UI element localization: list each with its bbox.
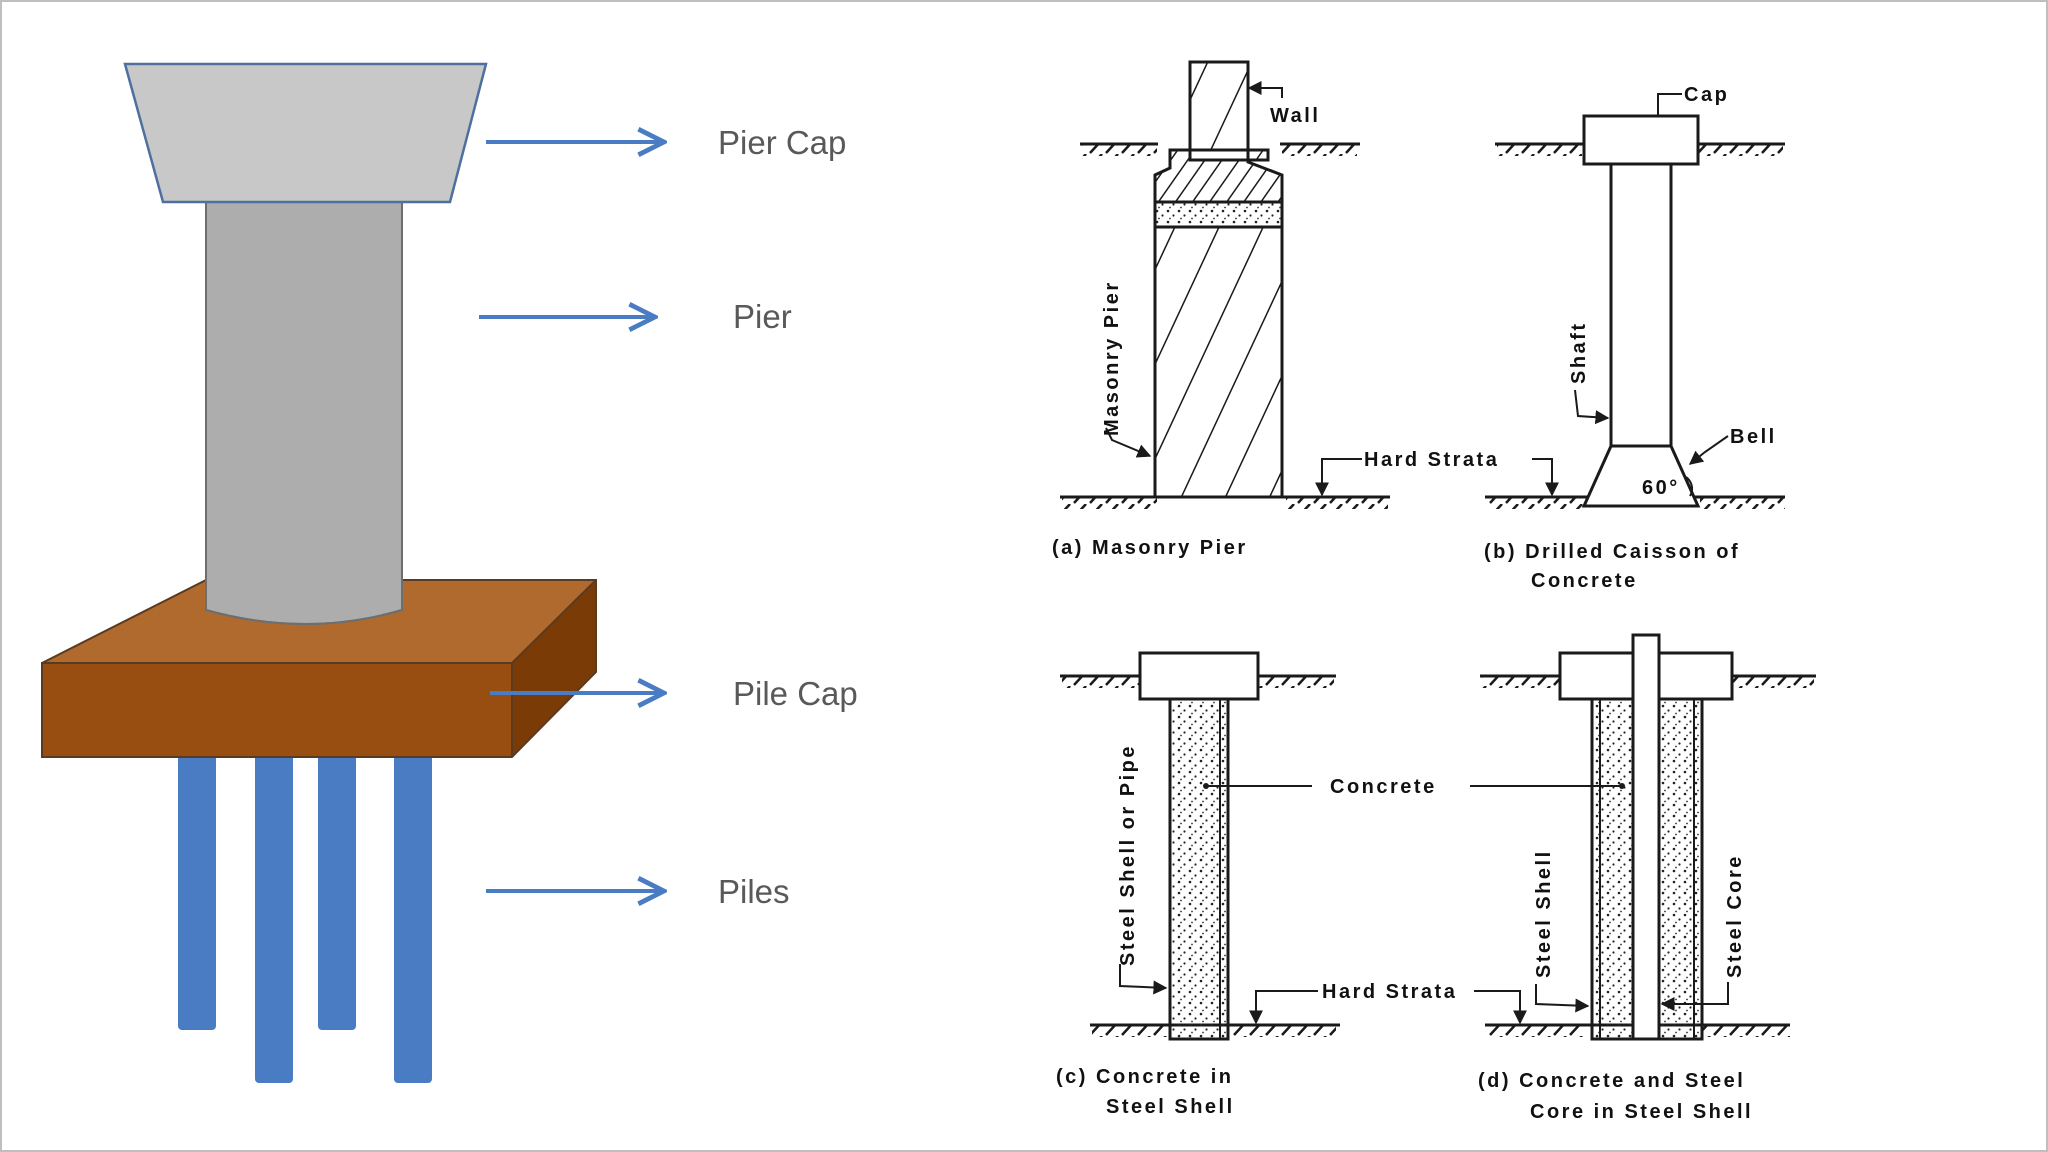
- ground-line: [1485, 495, 1785, 509]
- concrete-label: Concrete: [1330, 776, 1437, 798]
- steel-shell-or-pipe-label: Steel Shell or Pipe: [1117, 744, 1139, 966]
- wall-label: Wall: [1270, 105, 1320, 127]
- pile: [255, 745, 293, 1083]
- caption-c-line2: Steel Shell: [1106, 1096, 1235, 1118]
- caisson-cap: [1582, 114, 1700, 166]
- bell-label: Bell: [1730, 426, 1777, 448]
- caption-b-line1: (b) Drilled Caisson of: [1484, 541, 1740, 563]
- pile-cap-front-face: [42, 663, 512, 757]
- pier-cap-label: Pier Cap: [718, 124, 846, 161]
- masonry-pier-body: [1153, 225, 1284, 499]
- caption-b-line2: Concrete: [1531, 570, 1638, 592]
- panel-a-masonry-pier: Wall Masonry Pier Hard Strata (a) Masonr…: [1052, 60, 1499, 559]
- pile: [394, 745, 432, 1083]
- piles-label: Piles: [718, 873, 790, 910]
- panel-c-concrete-steel-shell: Steel Shell or Pipe Hard Strata (c) Conc…: [1056, 651, 1457, 1118]
- pier-column: [205, 199, 403, 625]
- ground-line: [1480, 674, 1816, 688]
- hard-strata-label-c: Hard Strata: [1322, 981, 1457, 1003]
- masonry-pier-label: Masonry Pier: [1101, 280, 1123, 436]
- pier-cap-shape: [123, 62, 488, 204]
- steel-core: [1631, 633, 1661, 1041]
- steel-shell-label: Steel Shell: [1533, 849, 1555, 978]
- panel-b-drilled-caisson: Cap Shaft Bell 60° (b) Drilled Caisson o…: [1484, 84, 1785, 592]
- caption-d-line2: Core in Steel Shell: [1530, 1101, 1753, 1123]
- angle-label: 60°: [1642, 477, 1680, 499]
- wall-shape: [1188, 60, 1250, 152]
- pile-cap-block: [41, 579, 597, 758]
- ground-line: [1060, 674, 1336, 688]
- ground-line: [1060, 495, 1390, 509]
- pile: [318, 745, 356, 1030]
- pile: [178, 745, 216, 1030]
- concrete-band: [1153, 200, 1284, 229]
- cap-label: Cap: [1684, 84, 1729, 106]
- shaft-label: Shaft: [1568, 322, 1590, 385]
- pile-cap-label: Pile Cap: [733, 675, 858, 712]
- panel-d-steel-core: Concrete Steel Shell Steel Core (d) Conc…: [1330, 633, 1816, 1123]
- masonry-step: [1153, 148, 1284, 204]
- ground-line: [1495, 142, 1785, 156]
- ground-line: [1080, 142, 1360, 156]
- caption-c-line1: (c) Concrete in: [1056, 1066, 1234, 1088]
- pile-cap-c: [1138, 651, 1260, 701]
- steel-core-label: Steel Core: [1724, 854, 1746, 978]
- caisson-shaft: [1609, 162, 1673, 448]
- pile-cap-side-face: [512, 580, 596, 757]
- caisson-bell: [1581, 444, 1701, 508]
- pier-label: Pier: [733, 298, 792, 335]
- pier-body: [205, 199, 403, 625]
- ground-line: [1090, 1023, 1340, 1037]
- piles-group: [178, 745, 432, 1083]
- caption-a: (a) Masonry Pier: [1052, 537, 1248, 559]
- hard-strata-label-a: Hard Strata: [1364, 449, 1499, 471]
- steel-shell-c: [1168, 697, 1230, 1041]
- pile-foundation-illustration: Pier Cap Pier Pile Cap Piles: [41, 62, 858, 1083]
- caption-d-line1: (d) Concrete and Steel: [1478, 1070, 1745, 1092]
